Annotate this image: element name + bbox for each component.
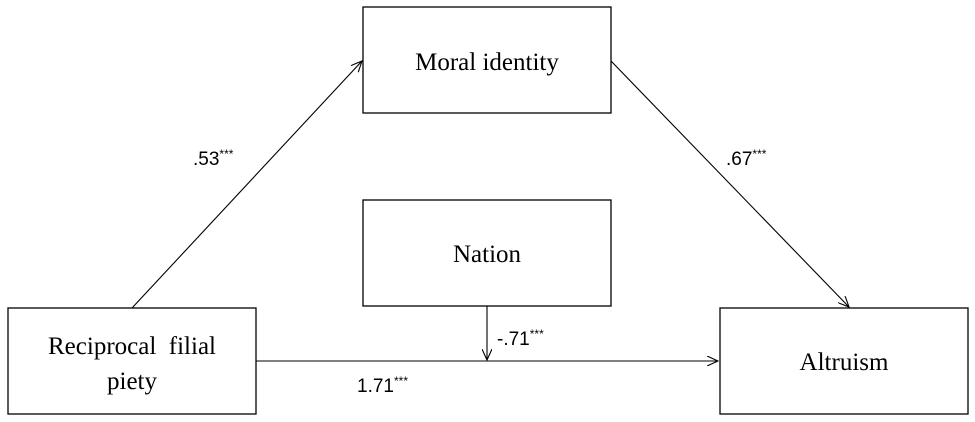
path-c-value: 1.71 [357,376,394,397]
altruism-label: Altruism [800,349,889,376]
moderation-value: -.71 [497,329,530,350]
nation-label: Nation [453,241,522,268]
altruism-box [719,307,969,415]
moral-identity-label: Moral identity [415,49,559,76]
path-b-arrow [610,60,849,307]
path-a-value: .53 [193,149,219,170]
path-a-significance: *** [219,147,233,161]
path-c-significance: *** [394,374,408,388]
path-c-coefficient: 1.71*** [357,374,408,397]
reciprocal-filial-piety-label-line2: piety [107,368,157,395]
path-b-coefficient: .67*** [726,147,767,170]
path-a-coefficient: .53*** [193,147,234,170]
moderation-coefficient: -.71*** [497,327,544,350]
nation-box [362,199,612,307]
moral-identity-box [362,6,612,114]
reciprocal-filial-piety-label-line1: Reciprocal filial [48,333,216,360]
path-b-value: .67 [726,149,752,170]
moderation-significance: *** [530,327,544,341]
path-b-significance: *** [752,147,766,161]
reciprocal-filial-piety-box [7,307,257,415]
path-a-arrow [131,61,362,309]
